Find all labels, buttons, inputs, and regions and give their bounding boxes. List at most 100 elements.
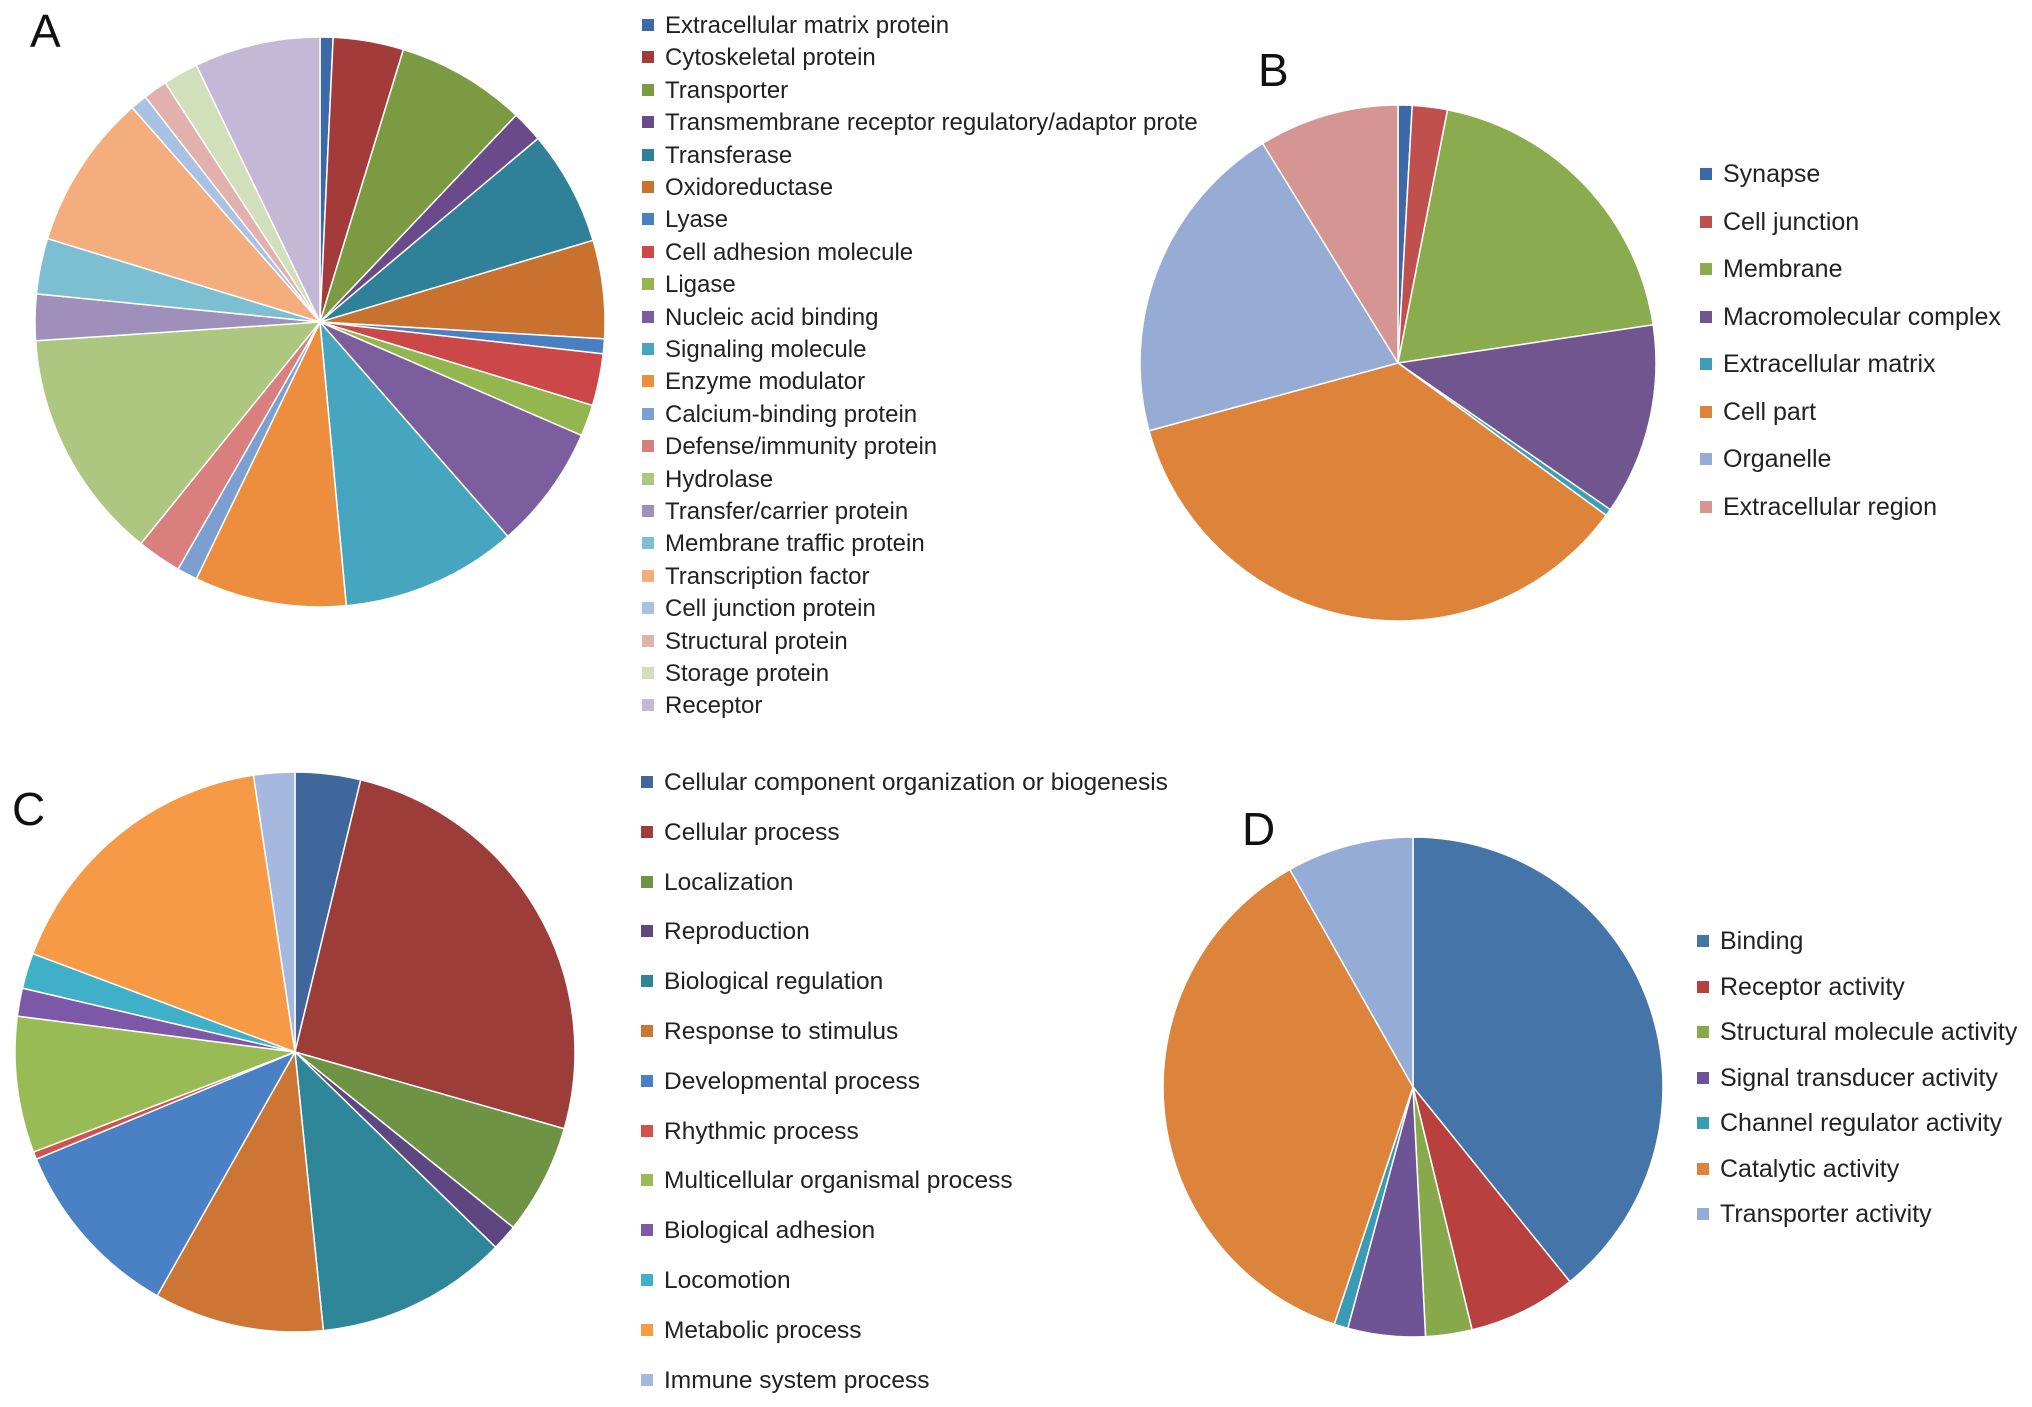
- legend-a-swatch: [642, 472, 654, 485]
- legend-b-label: Membrane: [1723, 255, 1843, 283]
- legend-a-swatch: [642, 634, 654, 647]
- pie-b-slice-cell-part: [1148, 362, 1607, 622]
- legend-c-swatch: [641, 825, 653, 838]
- panel-b-letter: B: [1258, 44, 1289, 96]
- pie-c-slice-immune-system-process: [252, 771, 296, 1053]
- pie-a-slice-receptor: [195, 36, 321, 323]
- legend-d-swatch: [1697, 1208, 1709, 1220]
- pie-b-slices: [1139, 104, 1657, 622]
- pie-c-slice-multicellular-organismal-process: [14, 1015, 296, 1153]
- legend-c-label: Locomotion: [664, 1267, 791, 1294]
- legend-c-label: Reproduction: [664, 918, 810, 946]
- legend-b-label: Extracellular matrix: [1723, 350, 1936, 378]
- panel-d-letter: D: [1242, 803, 1276, 855]
- legend-c-swatch: [641, 776, 653, 788]
- legend-d-label: Catalytic activity: [1720, 1154, 1900, 1183]
- pie-c-slice-localization: [294, 1051, 566, 1229]
- legend-d-label: Channel regulator activity: [1720, 1109, 2003, 1137]
- legend-a-swatch: [642, 19, 654, 31]
- pie-c-slice-biological-regulation: [294, 1051, 497, 1332]
- legend-c-label: Cellular component organization or bioge…: [664, 769, 1168, 796]
- panel-a-letter: A: [30, 5, 61, 57]
- legend-a-label: Lyase: [665, 206, 729, 234]
- pie-a-slices: [34, 36, 606, 608]
- legend-a-label: Enzyme modulator: [665, 368, 866, 396]
- pie-c-slice-cellular-process: [294, 779, 576, 1130]
- legend-a-label: Oxidoreductase: [665, 174, 834, 201]
- legend-c-swatch: [641, 975, 653, 988]
- legend-a-label: Ligase: [665, 271, 736, 299]
- legend-a-swatch: [642, 310, 654, 323]
- legend-c-swatch: [641, 1025, 653, 1037]
- legend-b-swatch: [1700, 168, 1712, 180]
- legend-c-swatch: [641, 1373, 653, 1386]
- legend-c-label: Biological regulation: [664, 968, 884, 996]
- legend-a-swatch: [642, 148, 654, 161]
- legend-c-label: Multicellular organismal process: [664, 1167, 1013, 1195]
- pie-a-slice-transcription-factor: [46, 106, 321, 323]
- legend-a-label: Receptor: [665, 692, 763, 720]
- legend-a-label: Transfer/carrier protein: [665, 498, 909, 525]
- legend-c-label: Localization: [664, 868, 794, 896]
- legend-a-label: Membrane traffic protein: [665, 530, 925, 558]
- pie-c-slice-metabolic-process: [32, 774, 296, 1053]
- legend-c-label: Rhythmic process: [664, 1117, 859, 1145]
- legend-a-swatch: [642, 343, 654, 355]
- legend-c-swatch: [641, 1323, 653, 1336]
- legend-a-label: Storage protein: [665, 660, 830, 687]
- legend-b-label: Organelle: [1723, 445, 1832, 473]
- legend-a-label: Structural protein: [665, 627, 848, 655]
- legend-a-swatch: [642, 505, 654, 517]
- legend-c-label: Immune system process: [664, 1366, 930, 1394]
- legend-a-label: Transcription factor: [665, 562, 870, 590]
- legend-a-label: Hydrolase: [665, 465, 774, 493]
- legend-a-swatch: [642, 667, 654, 679]
- legend-b-swatch: [1700, 453, 1712, 465]
- pie-d-slice-receptor-activity: [1412, 1086, 1571, 1331]
- pie-c-slice-developmental-process: [35, 1051, 296, 1297]
- legend-d-swatch: [1697, 935, 1709, 947]
- legend-a-swatch: [642, 278, 654, 291]
- legend-c-swatch: [641, 1224, 653, 1237]
- legend-a-label: Transmembrane receptor regulatory/adapto…: [665, 109, 1198, 137]
- legend-a-label: Signaling molecule: [665, 336, 867, 363]
- pie-b-slice-membrane: [1397, 109, 1654, 364]
- legend-a-swatch: [642, 569, 654, 582]
- pie-b-slice-extracellular-region: [1261, 104, 1399, 364]
- legend-d-swatch: [1697, 980, 1709, 993]
- legend-a-label: Cell adhesion molecule: [665, 238, 914, 266]
- legend-b-label: Macromolecular complex: [1723, 302, 2001, 331]
- legend-c-swatch: [641, 1074, 653, 1087]
- legend-a-label: Cell junction protein: [665, 595, 876, 623]
- legend-c-swatch: [641, 1174, 653, 1187]
- legend-a-label: Transferase: [665, 141, 793, 169]
- legend-a-swatch: [642, 699, 654, 712]
- legend-b-swatch: [1700, 500, 1712, 513]
- legend-d-swatch: [1697, 1117, 1709, 1129]
- legend-a-label: Cytoskeletal protein: [665, 44, 876, 72]
- legend-c-label: Biological adhesion: [664, 1217, 876, 1245]
- legend-d-swatch: [1697, 1071, 1709, 1084]
- legend-a-swatch: [642, 213, 654, 226]
- legend-a-swatch: [642, 83, 654, 96]
- legend-a-label: Defense/immunity protein: [665, 433, 938, 461]
- legend-c-label: Metabolic process: [664, 1316, 862, 1344]
- legend-a-swatch: [642, 245, 654, 258]
- pie-d-slice-transporter-activity: [1289, 836, 1414, 1088]
- legend-c-label: Cellular process: [664, 818, 840, 846]
- pie-a-slice-signaling-molecule: [319, 321, 509, 607]
- pie-c-slices: [14, 771, 576, 1333]
- legend-a-label: Extracellular matrix protein: [665, 12, 950, 39]
- pie-b-slice-organelle: [1139, 142, 1399, 432]
- pie-a-slice-hydrolase: [34, 321, 321, 545]
- legend-d-swatch: [1697, 1162, 1709, 1175]
- pie-a-slice-transferase: [319, 137, 594, 323]
- legend-a-label: Calcium-binding protein: [665, 400, 918, 428]
- pie-b-slice-macromolecular-complex: [1397, 324, 1657, 511]
- legend-c-swatch: [641, 1124, 653, 1137]
- legend-a-swatch: [642, 116, 654, 129]
- pie-d-slices: [1162, 836, 1664, 1338]
- legend-a-label: Nucleic acid binding: [665, 303, 879, 331]
- legend-c-label: Developmental process: [664, 1067, 921, 1095]
